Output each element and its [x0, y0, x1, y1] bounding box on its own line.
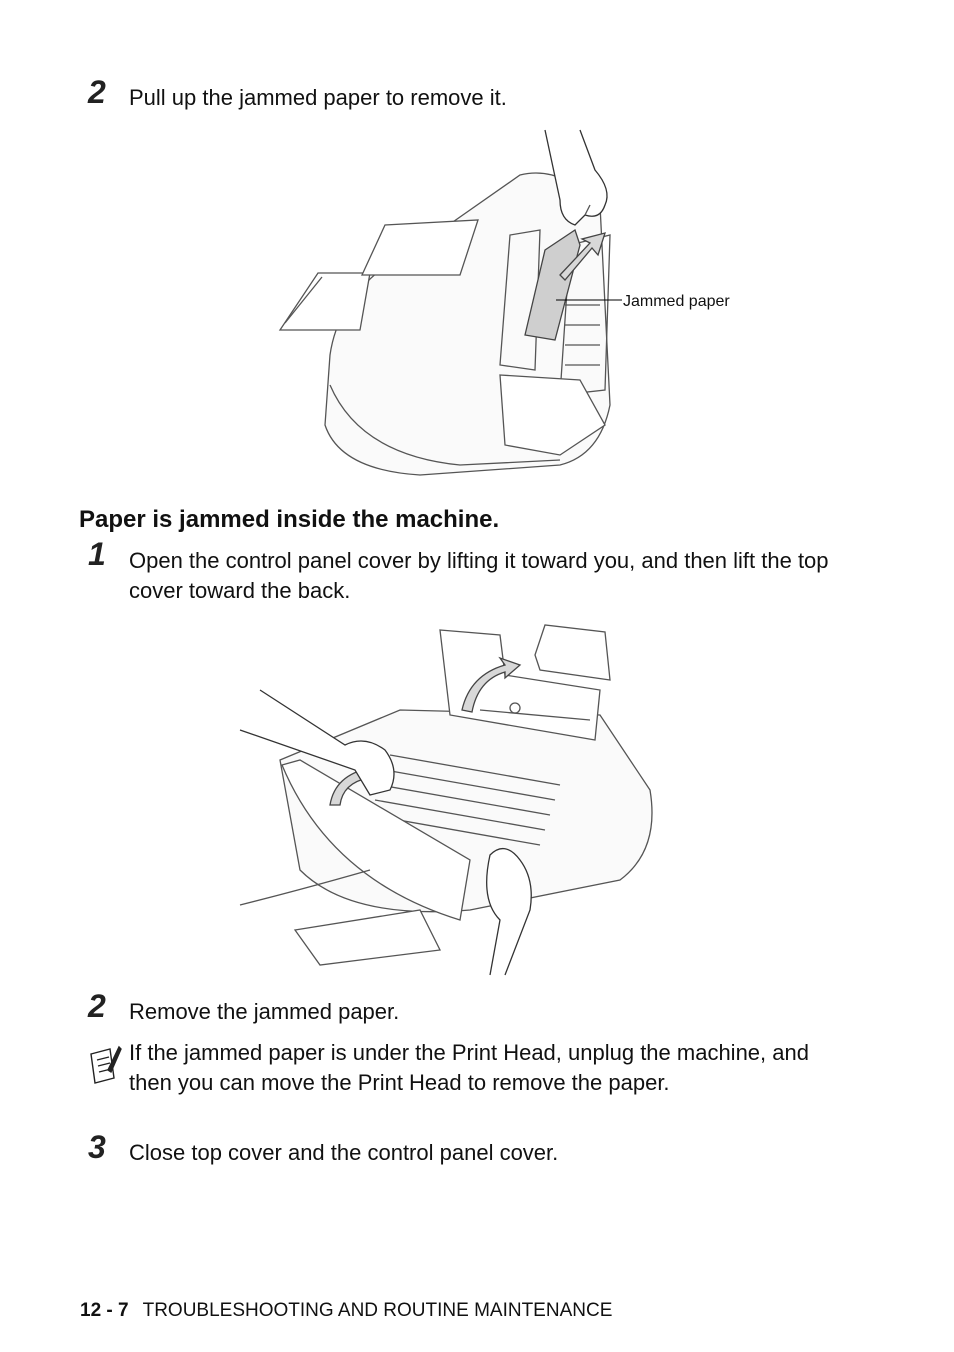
section-heading: Paper is jammed inside the machine. [79, 506, 500, 533]
page-footer: 12 - 7 TROUBLESHOOTING AND ROUTINE MAINTE… [80, 1300, 612, 1322]
step-number: 3 [88, 1129, 106, 1165]
page-number: 12 - 7 [80, 1300, 129, 1321]
note-text: If the jammed paper is under the Print H… [129, 1040, 809, 1095]
callout-jammed-paper: Jammed paper [623, 293, 730, 310]
step-text: Remove the jammed paper. [129, 999, 400, 1024]
step-text: Pull up the jammed paper to remove it. [129, 85, 507, 110]
step-text: Open the control panel cover by lifting … [129, 548, 829, 603]
note-pad-icon [90, 1045, 122, 1084]
step-number: 2 [88, 988, 106, 1024]
step-number: 2 [88, 74, 106, 110]
chapter-title: TROUBLESHOOTING AND ROUTINE MAINTENANCE [142, 1300, 613, 1321]
jammed-paper-illustration [278, 129, 622, 476]
step-number: 1 [88, 536, 106, 572]
step-text: Close top cover and the control panel co… [129, 1140, 559, 1165]
open-covers-illustration [239, 624, 653, 976]
